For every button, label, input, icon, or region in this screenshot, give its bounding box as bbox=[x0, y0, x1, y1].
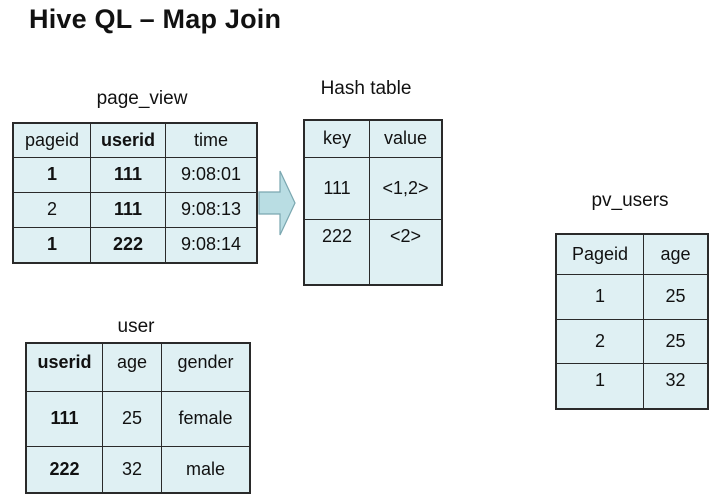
user-caption: user bbox=[117, 316, 155, 337]
hash-table-caption: Hash table bbox=[320, 78, 412, 99]
page-view-header-time: time bbox=[165, 122, 258, 158]
user-cell: male bbox=[161, 445, 251, 494]
page-view-cell: 9:08:13 bbox=[165, 191, 258, 228]
pv-users-cell: 1 bbox=[555, 273, 644, 320]
user-cell: 32 bbox=[102, 445, 162, 494]
user-cell: 111 bbox=[25, 390, 103, 447]
page-view-header-userid: userid bbox=[90, 122, 166, 158]
pv-users-cell: 1 bbox=[555, 362, 644, 410]
hash-table-header-value: value bbox=[369, 119, 443, 158]
page-view-header-pageid: pageid bbox=[12, 122, 91, 158]
hash-table-cell: <1,2> bbox=[369, 156, 443, 220]
pv-users-header-pageid: Pageid bbox=[555, 233, 644, 275]
right-arrow-icon bbox=[258, 170, 296, 236]
pv-users-cell: 32 bbox=[643, 362, 709, 410]
user-cell: 25 bbox=[102, 390, 162, 447]
user-header-gender: gender bbox=[161, 342, 251, 392]
slide-title: Hive QL – Map Join bbox=[29, 4, 282, 34]
user-table: userid age gender 111 25 female 222 32 m… bbox=[25, 342, 251, 494]
pv-users-header-age: age bbox=[643, 233, 709, 275]
pv-users-table: Pageid age 1 25 2 25 1 32 bbox=[555, 233, 709, 410]
pv-users-cell: 25 bbox=[643, 318, 709, 364]
page-view-cell: 222 bbox=[90, 226, 166, 264]
page-view-caption: page_view bbox=[96, 88, 188, 109]
hash-table-header-key: key bbox=[303, 119, 370, 158]
pv-users-caption: pv_users bbox=[591, 190, 669, 211]
hash-table-cell: 111 bbox=[303, 156, 370, 220]
page-view-cell: 111 bbox=[90, 156, 166, 193]
page-view-cell: 1 bbox=[12, 156, 91, 193]
pv-users-cell: 25 bbox=[643, 273, 709, 320]
page-view-cell: 111 bbox=[90, 191, 166, 228]
page-view-cell: 9:08:01 bbox=[165, 156, 258, 193]
user-cell: female bbox=[161, 390, 251, 447]
hash-table: key value 111 <1,2> 222 <2> bbox=[303, 119, 443, 286]
hash-table-cell: <2> bbox=[369, 218, 443, 286]
page-view-cell: 2 bbox=[12, 191, 91, 228]
hash-table-cell: 222 bbox=[303, 218, 370, 286]
user-header-age: age bbox=[102, 342, 162, 392]
pv-users-cell: 2 bbox=[555, 318, 644, 364]
user-header-userid: userid bbox=[25, 342, 103, 392]
page-view-cell: 1 bbox=[12, 226, 91, 264]
page-view-table: pageid userid time 1 111 9:08:01 2 111 9… bbox=[12, 122, 258, 264]
user-cell: 222 bbox=[25, 445, 103, 494]
page-view-cell: 9:08:14 bbox=[165, 226, 258, 264]
